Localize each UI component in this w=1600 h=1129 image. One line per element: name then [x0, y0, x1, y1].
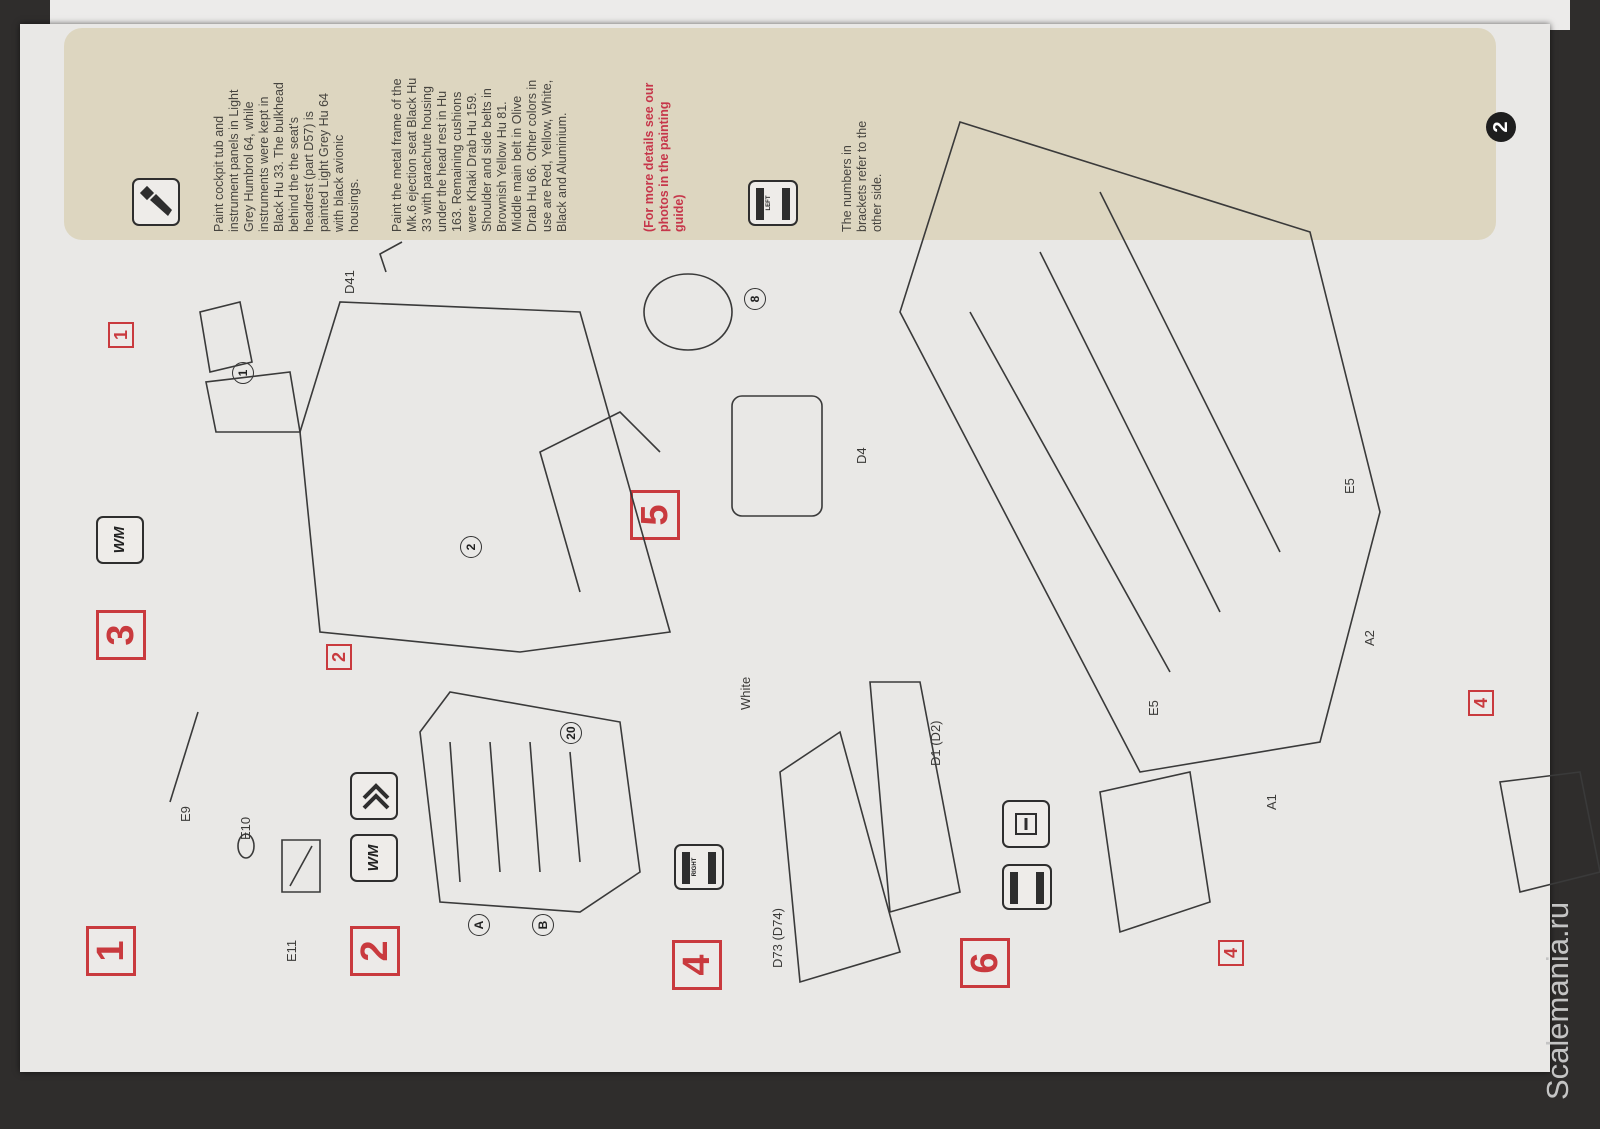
part-d73-drawing — [779, 730, 901, 984]
glue-glyph — [362, 783, 390, 810]
exhaust-ring-drawing — [643, 273, 733, 351]
instruction-sheet-content: Paint cockpit tub and instrument panels … — [20, 24, 1600, 1072]
assembly-line-drawings — [169, 120, 1600, 984]
cockpit-detail — [539, 411, 661, 593]
cockpit-tub-drawing — [299, 301, 672, 653]
weight-glyph — [1015, 813, 1037, 835]
instruction-sheet: Paint cockpit tub and instrument panels … — [20, 24, 1600, 1072]
ejection-seat-drawing — [419, 691, 641, 913]
part-d4-drawing — [731, 395, 823, 517]
instrument-panel-drawing — [205, 371, 301, 433]
part-e10-drawing — [237, 833, 255, 859]
part-a2-fragment-drawing — [1499, 771, 1600, 893]
fuselage-drawing — [899, 120, 1381, 773]
seat-detail-lines — [449, 741, 581, 883]
glue-icon — [350, 772, 398, 820]
paint-brush-glyph — [139, 185, 172, 216]
part-1-drawing — [199, 301, 253, 373]
part-e11-drawing — [281, 839, 321, 893]
painting-tips-panel: Paint cockpit tub and instrument panels … — [64, 28, 1496, 240]
fuselage-panel-lines — [969, 191, 1281, 673]
part-d1-drawing — [869, 681, 961, 914]
site-watermark: Scalemania.ru — [1540, 901, 1575, 1100]
part-d41-drawing — [379, 241, 403, 273]
part-a1-fragment-drawing — [1099, 771, 1211, 934]
part-e9-drawing — [169, 711, 199, 803]
nose-weight-icon — [1002, 800, 1050, 848]
paint-brush-icon — [132, 178, 180, 226]
